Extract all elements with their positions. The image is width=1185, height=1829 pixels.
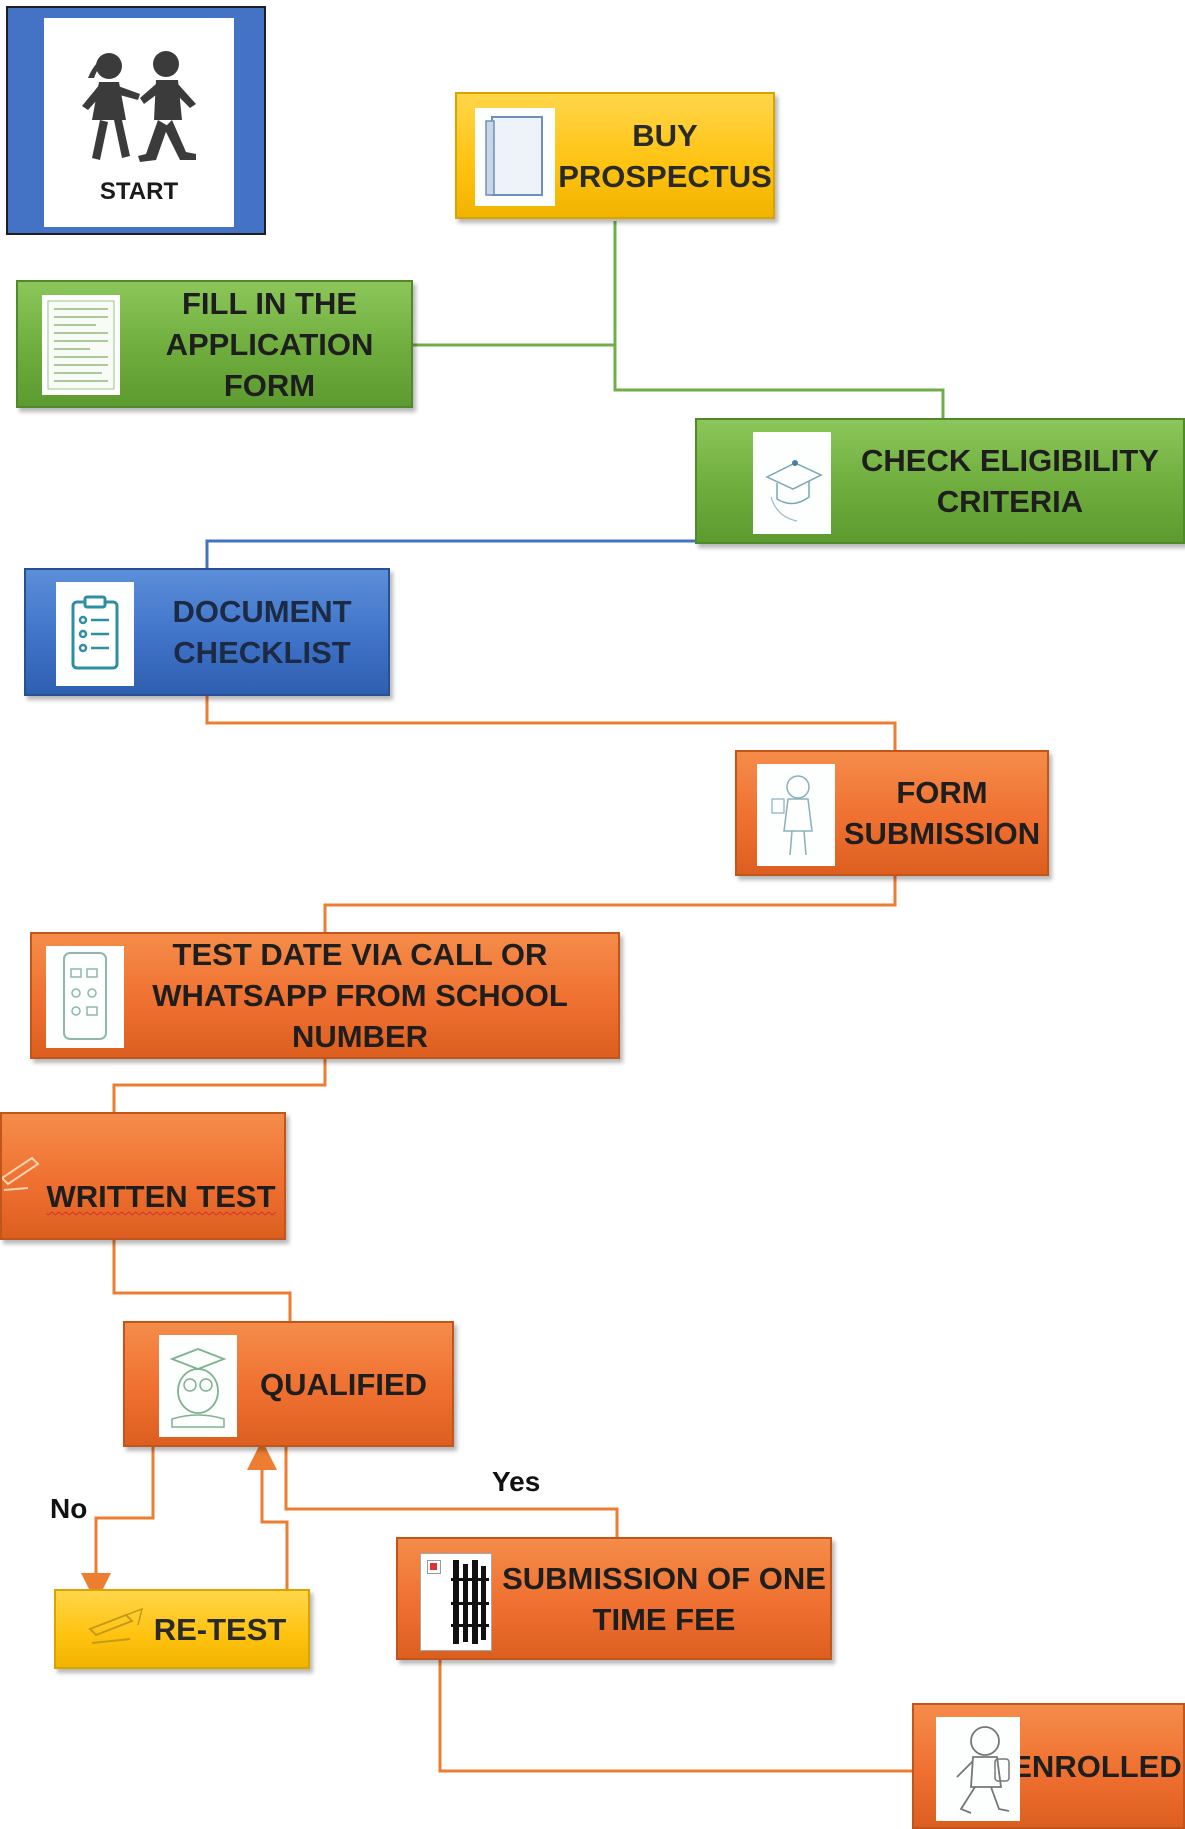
node-one-time-fee[interactable]: SUBMISSION OF ONE TIME FEE [396,1537,832,1660]
node-re-test[interactable]: RE-TEST [54,1589,310,1669]
node-label: BUY PROSPECTUS [558,117,772,194]
connector-qualified-to-retest [81,1447,155,1603]
connector-prospectus-to-form [413,221,617,347]
node-label: TEST DATE VIA CALL OR WHATSAPP FROM SCHO… [152,937,568,1054]
node-label: SUBMISSION OF ONE TIME FEE [502,1560,826,1637]
edge-label-no: No [50,1493,88,1524]
form-document-icon [42,295,120,395]
node-label: FORM SUBMISSION [843,775,1041,851]
node-test-date[interactable]: TEST DATE VIA CALL OR WHATSAPP FROM SCHO… [30,932,620,1059]
graduate-owl-icon [159,1335,237,1437]
node-label: CHECK ELIGIBILITY CRITERIA [861,443,1159,519]
node-written-test[interactable]: WRITTEN TEST [0,1112,286,1240]
connector-fee-to-enrolled [438,1660,912,1773]
node-enrolled[interactable]: ENROLLED [912,1703,1185,1829]
broken-image-icon [420,1553,492,1651]
connector-submission-to-testdate [323,876,897,932]
start-card: START [44,18,234,227]
student-girl-icon [757,764,835,866]
node-label: QUALIFIED [259,1366,428,1402]
connector-qualified-to-fee [284,1447,619,1537]
writing-pencil-icon [0,1148,44,1208]
node-document-checklist[interactable]: DOCUMENT CHECKLIST [24,568,390,696]
node-label: ENROLLED [1011,1748,1182,1784]
connector-checklist-to-submission [205,696,897,750]
connector-written-to-qualified [112,1240,292,1321]
graduation-cap-icon [753,432,831,534]
connector-prospectus-to-eligibility [613,345,945,418]
edge-label-yes: Yes [492,1466,541,1497]
book-icon [475,108,555,206]
connector-retest-to-qualified [247,1440,289,1589]
connector-eligibility-to-checklist [205,539,695,568]
node-check-eligibility[interactable]: CHECK ELIGIBILITY CRITERIA [695,418,1185,544]
node-fill-form[interactable]: FILL IN THE APPLICATION FORM [16,280,413,408]
writing-pencil-icon [86,1603,148,1659]
start-box: START [6,6,266,235]
node-qualified[interactable]: QUALIFIED [123,1321,454,1447]
node-label: WRITTEN TEST [2,1135,284,1217]
written-test-text: WRITTEN TEST [46,1179,276,1214]
smartphone-icon [46,946,124,1048]
node-buy-prospectus[interactable]: BUY PROSPECTUS [455,92,775,219]
start-label: START [99,178,179,205]
student-boy-icon [936,1717,1020,1821]
node-form-submission[interactable]: FORM SUBMISSION [735,750,1049,876]
node-label: DOCUMENT CHECKLIST [172,594,352,670]
connector-testdate-to-written [112,1059,327,1112]
node-label: FILL IN THE APPLICATION FORM [165,285,374,403]
clipboard-checklist-icon [56,582,134,686]
children-walking-icon [82,51,196,162]
node-label: RE-TEST [153,1611,287,1647]
